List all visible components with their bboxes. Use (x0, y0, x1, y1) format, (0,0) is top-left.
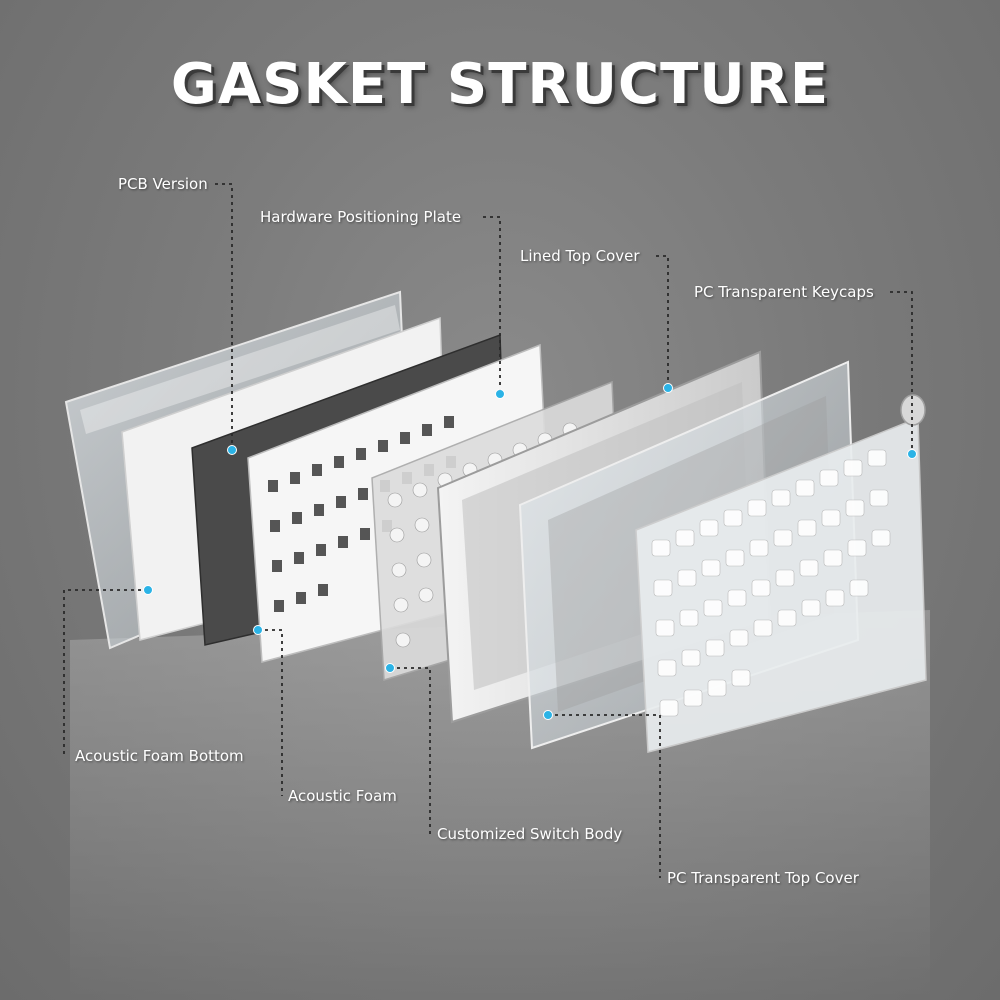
callout-line-acoustic-foam (258, 629, 283, 796)
callout-dot-pcb-version (227, 445, 237, 455)
label-pcb-version: PCB Version (118, 175, 208, 193)
callout-dot-switch-body (385, 663, 395, 673)
callout-line-acoustic-foam-bottom (63, 589, 148, 757)
label-acoustic-foam: Acoustic Foam (288, 787, 397, 805)
callout-dot-hardware-plate (495, 389, 505, 399)
callout-lines (63, 183, 913, 878)
callout-dot-acoustic-foam (253, 625, 263, 635)
label-pc-transparent-keycaps: PC Transparent Keycaps (694, 283, 874, 301)
page-title: GASKET STRUCTURE (170, 52, 830, 117)
callout-line-pcb-version (215, 183, 233, 450)
label-customized-switch-body: Customized Switch Body (437, 825, 623, 843)
callout-dot-lined-top-cover (663, 383, 673, 393)
callout-line-lined-top-cover (656, 255, 669, 388)
label-lined-top-cover: Lined Top Cover (520, 247, 640, 265)
label-acoustic-foam-bottom: Acoustic Foam Bottom (75, 747, 244, 765)
knob (900, 394, 926, 426)
keycap-grid (651, 449, 891, 717)
callout-line-hardware-plate (483, 216, 501, 394)
callout-dots (143, 383, 917, 720)
callout-dot-acoustic-foam-bottom (143, 585, 153, 595)
label-hardware-positioning-plate: Hardware Positioning Plate (260, 208, 462, 226)
callout-dot-keycaps (907, 449, 917, 459)
callout-line-top-cover (548, 714, 661, 878)
label-pc-transparent-top-cover: PC Transparent Top Cover (667, 869, 859, 887)
callout-line-keycaps (890, 291, 913, 454)
callout-dot-top-cover (543, 710, 553, 720)
switch-grid (387, 422, 578, 648)
